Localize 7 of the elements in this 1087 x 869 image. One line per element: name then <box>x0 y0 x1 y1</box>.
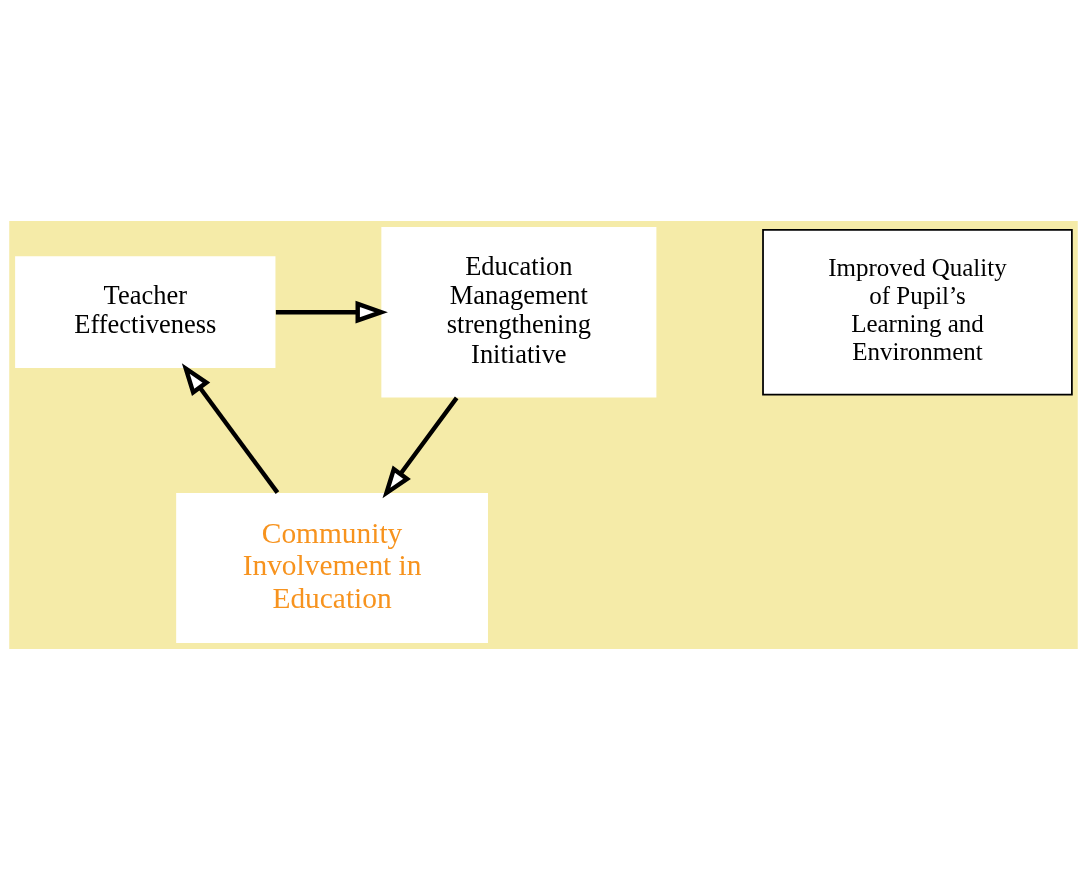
arrow <box>181 362 280 494</box>
node-box: Improved Quality of Pupil’s Learning and Environment <box>762 228 1073 395</box>
node-box: Teacher Effectiveness <box>15 255 276 368</box>
node-box: Community Involvement in Education <box>176 492 488 643</box>
node-box: Education Management strengthening Initiative <box>381 226 657 397</box>
arrow <box>275 300 388 324</box>
arrow <box>382 396 459 498</box>
